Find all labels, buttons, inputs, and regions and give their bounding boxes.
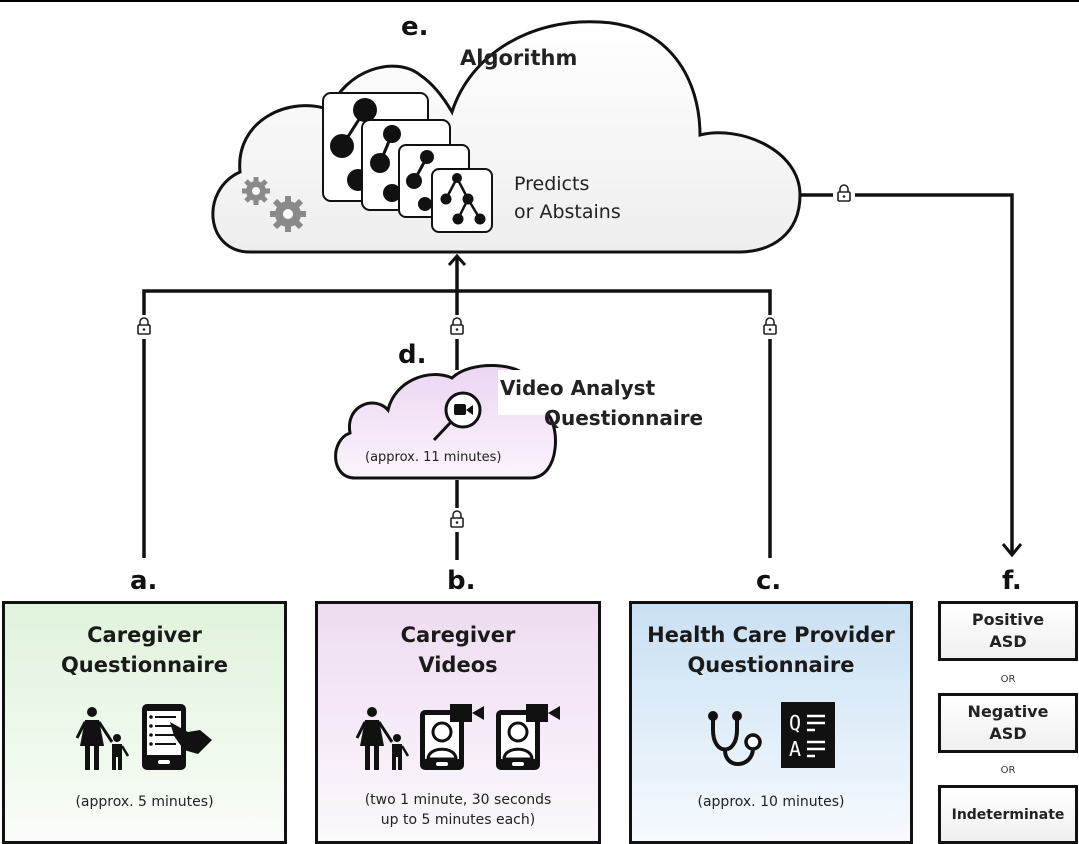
step-label-d: d.: [398, 340, 427, 370]
parent-child-icon: [355, 707, 410, 770]
phone-video-icon: [496, 704, 560, 770]
decision-tree-stack-icon: [322, 92, 493, 233]
lock-icon: [447, 508, 467, 532]
algorithm-output-line2: or Abstains: [514, 201, 621, 223]
step-label-a: a.: [130, 566, 158, 596]
step-label-e: e.: [401, 12, 429, 42]
output-line1: Indeterminate: [951, 806, 1065, 823]
health-care-provider-questionnaire-box: Health Care Provider Questionnaire Q A (…: [629, 601, 913, 844]
box-title-line1: Health Care Provider: [647, 623, 895, 647]
box-note-line1: (approx. 5 minutes): [75, 794, 214, 810]
box-title: Health Care Provider Questionnaire: [632, 620, 910, 680]
or-separator: OR: [1000, 674, 1016, 685]
caregiver-videos-box: Caregiver Videos: [315, 601, 601, 844]
box-note-line1: (approx. 10 minutes): [697, 794, 845, 810]
box-title-line1: Caregiver: [87, 623, 202, 647]
box-title: Caregiver Questionnaire: [5, 620, 284, 680]
caregiver-questionnaire-box: Caregiver Questionnaire (approx. 5 minut…: [2, 601, 287, 844]
lock-icon: [134, 315, 154, 339]
step-label-b: b.: [447, 566, 476, 596]
box-title-line2: Questionnaire: [60, 653, 229, 677]
box-note-line2: up to 5 minutes each): [380, 812, 536, 828]
connector-lines: [142, 193, 1023, 560]
lock-icon: [760, 315, 780, 339]
parent-child-icon: [75, 707, 129, 770]
output-line2: ASD: [989, 632, 1027, 651]
step-label-c: c.: [756, 566, 782, 596]
output-line1: Negative: [967, 702, 1049, 721]
output-line1: Positive: [971, 610, 1045, 629]
output-indeterminate: Indeterminate: [938, 785, 1078, 844]
box-note: (approx. 10 minutes): [632, 792, 910, 812]
video-analyst-title-line2: Questionnaire: [544, 406, 704, 430]
output-positive-asd: Positive ASD: [938, 601, 1078, 661]
tablet-checklist-icon: [141, 704, 212, 770]
box-note-line1: (two 1 minute, 30 seconds: [364, 792, 552, 808]
video-analyst-title-line1: Video Analyst: [500, 376, 656, 400]
lock-icon: [833, 183, 855, 207]
algorithm-output-line1: Predicts: [514, 173, 590, 195]
video-analyst-duration: (approx. 11 minutes): [365, 450, 502, 465]
algorithm-title: Algorithm: [460, 46, 578, 70]
box-title-line1: Caregiver: [400, 623, 516, 647]
box-title-line2: Videos: [418, 653, 498, 677]
svg-text:Q: Q: [789, 711, 801, 735]
or-separator: OR: [1000, 765, 1016, 776]
lock-icon: [447, 315, 467, 339]
algorithm-output-text: Predicts or Abstains: [514, 170, 621, 226]
step-label-f: f.: [1002, 566, 1022, 596]
box-title: Caregiver Videos: [318, 620, 598, 680]
box-note: (two 1 minute, 30 seconds up to 5 minute…: [318, 790, 598, 830]
box-title-line2: Questionnaire: [687, 653, 855, 677]
video-analyst-title: Video Analyst Questionnaire: [500, 373, 703, 433]
stethoscope-icon: [708, 711, 762, 766]
magnifier-video-icon: [432, 391, 482, 442]
box-note: (approx. 5 minutes): [5, 792, 284, 812]
phone-video-icon: [420, 704, 484, 770]
output-line2: ASD: [989, 724, 1027, 743]
gears-icon: [242, 177, 306, 232]
svg-text:A: A: [789, 737, 801, 761]
output-negative-asd: Negative ASD: [938, 693, 1078, 753]
top-border: [0, 0, 1079, 2]
qa-document-icon: Q A: [781, 702, 835, 768]
